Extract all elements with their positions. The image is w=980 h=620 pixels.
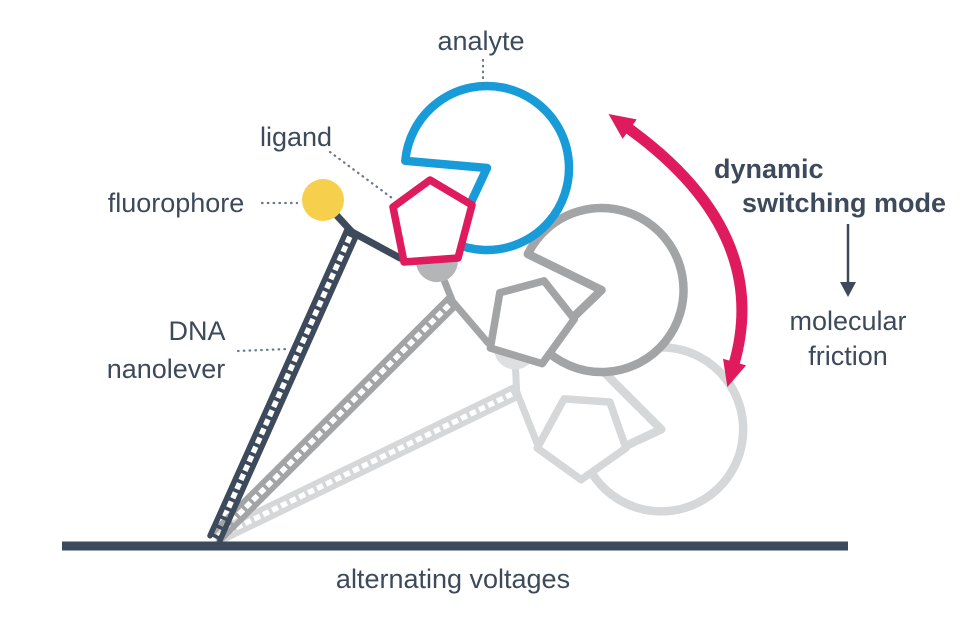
label-ligand: ligand — [260, 122, 332, 152]
switching-arrow-head-top — [608, 113, 637, 139]
sensor-assembly — [207, 81, 574, 543]
dna-lever-rail — [209, 384, 517, 536]
switching-arrow — [608, 113, 748, 388]
label-fluorophore: fluorophore — [108, 188, 245, 218]
label-friction-line1: molecular — [789, 306, 906, 336]
label-alternating-voltages: alternating voltages — [336, 564, 570, 594]
dna-lever-rungs — [212, 298, 456, 541]
switching-arrow-curve — [622, 122, 748, 370]
leader-dna-nanolever — [236, 347, 290, 353]
label-dynamic-line1: dynamic — [714, 154, 824, 184]
friction-arrow-head — [840, 282, 856, 297]
ligand-connector — [348, 228, 404, 262]
label-analyte: analyte — [437, 26, 524, 56]
label-dna-line1: DNA — [168, 316, 225, 346]
label-dynamic-line2: switching mode — [742, 188, 946, 218]
friction-arrow — [840, 224, 856, 297]
dna-lever-rail — [214, 393, 522, 546]
ligand-pentagon — [533, 395, 630, 484]
dna-lever-rail — [216, 302, 460, 545]
ligand-connector — [513, 388, 541, 446]
dna-lever-rail — [208, 294, 452, 537]
dna-lever-rail — [207, 227, 350, 539]
ligand-pentagon — [389, 176, 476, 266]
ligand-connector — [449, 297, 492, 347]
switching-arrow-head-bottom — [723, 358, 747, 388]
ligand-pentagon — [486, 277, 579, 368]
analyte-circle — [401, 81, 574, 255]
ghost-assembly-mid — [208, 203, 688, 545]
label-dna-line2: nanolever — [107, 354, 226, 384]
fluorophore-ball — [302, 179, 344, 221]
dna-lever-rungs — [211, 230, 356, 540]
label-friction-line2: friction — [808, 341, 888, 371]
leader-ligand — [328, 150, 394, 200]
dna-lever-rail — [217, 231, 360, 543]
